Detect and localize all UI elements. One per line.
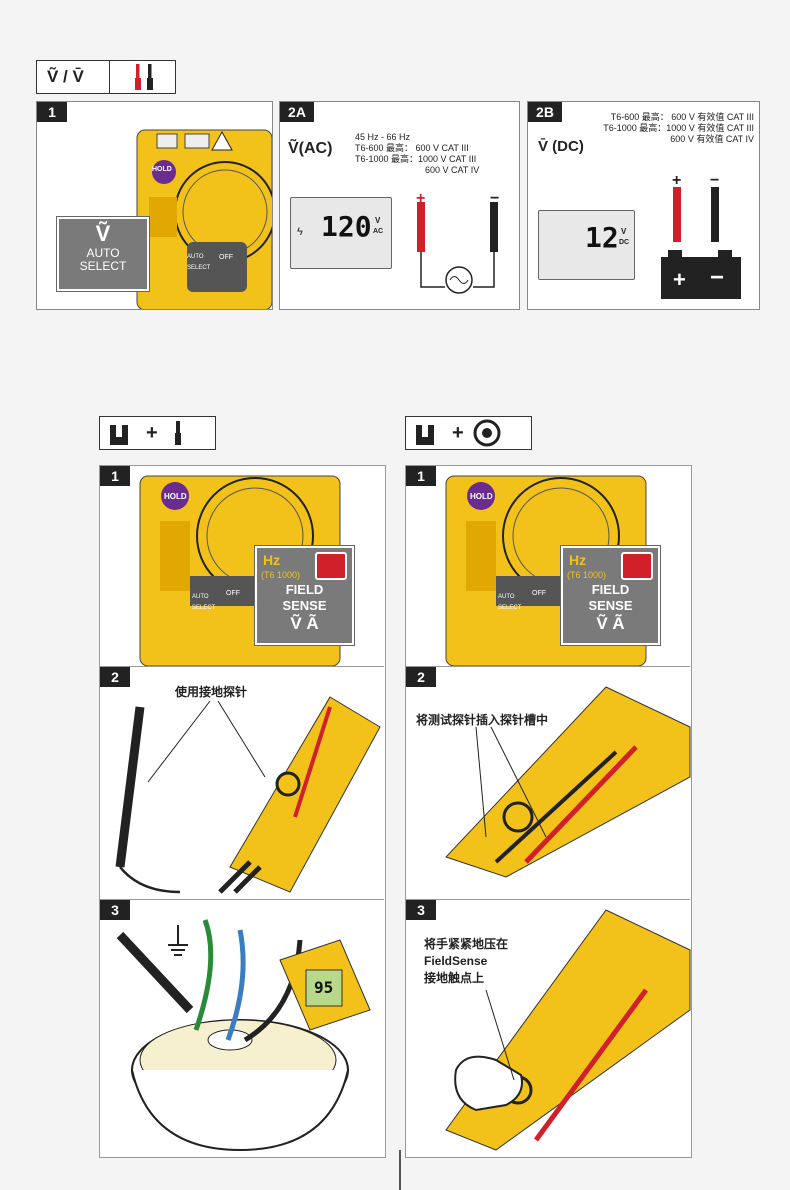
dial-auto-label: AUTO SELECT: [187, 254, 211, 271]
top-panel-2a: 2A Ṽ(AC) 45 Hz - 66 Hz T6-600 最高： 600 V …: [279, 101, 520, 310]
right-column-frame: 1 HOLD OFF AUTO SELECT Hz (T6 1000) FIEL…: [405, 465, 692, 1158]
ac-title: Ṽ(AC): [288, 140, 333, 157]
left-mode-header: +: [99, 416, 216, 450]
ac-minus: −: [490, 190, 500, 207]
dc-unit-dc: DC: [619, 239, 630, 246]
dc-spec-cat4: 600 V 有效值 CAT IV: [670, 134, 754, 144]
plus-sign: +: [452, 421, 464, 444]
hz-label: Hz: [569, 552, 587, 568]
hold-button-label: HOLD: [152, 166, 172, 173]
ac-lcd: 120 V AC ϟ: [290, 197, 392, 269]
model-label: (T6 1000): [567, 570, 607, 580]
ground-contact-icon: [473, 419, 501, 447]
ac-unit-ac: AC: [373, 228, 384, 235]
insert-probe-illustration: [445, 686, 691, 878]
sense-label: SENSE: [588, 598, 633, 613]
left-step-2: 2 使用接地探针: [100, 666, 384, 900]
dc-unit-v: V: [621, 227, 627, 236]
ac-spec-600: T6-600 最高： 600 V CAT III: [355, 143, 469, 153]
field-label: FIELD: [591, 582, 630, 597]
ac-reading: 120: [321, 210, 372, 243]
ac-unit-v: V: [375, 216, 381, 225]
step-number: 2B: [528, 102, 562, 122]
ac-spec-1000: T6-1000 最高：1000 V CAT III: [355, 154, 477, 164]
field-label: FIELD: [285, 582, 324, 597]
instruction-line-1: 将手紧紧地压在: [424, 937, 509, 951]
ac-spec-cat4: 600 V CAT IV: [425, 165, 480, 175]
instruction-line-2: FieldSense: [424, 954, 488, 968]
off-label: OFF: [226, 590, 240, 597]
plus-sign: +: [146, 421, 158, 444]
instruction-line-3: 接地触点上: [424, 971, 485, 985]
dc-specs: T6-600 最高： 600 V 有效值 CAT III T6-1000 最高：…: [584, 112, 754, 145]
hold-label: HOLD: [470, 492, 493, 501]
fieldsense-callout: Hz (T6 1000) FIELD SENSE Ṽ Ã: [255, 546, 354, 645]
tester-face-illustration: [136, 129, 272, 309]
left-step-3: 3 95: [100, 899, 384, 1157]
ground-probe-label: 使用接地探针: [175, 685, 248, 699]
left-column-frame: 1 HOLD OFF AUTO SELECT Hz (T6 1000) FIEL…: [99, 465, 386, 1158]
hz-label: Hz: [263, 552, 281, 568]
step-number: 2: [406, 667, 436, 687]
auto-label: AUTO SELECT: [192, 594, 216, 611]
auto-label: AUTO SELECT: [498, 594, 522, 611]
va-label: Ṽ Ã: [290, 614, 319, 633]
fork-jaw-icon: [110, 425, 128, 445]
fieldsense-logo-icon: [315, 552, 347, 580]
dc-spec-600: T6-600 最高： 600 V 有效值 CAT III: [610, 112, 754, 122]
step-number: 3: [406, 900, 436, 920]
ground-probe-illustration: [115, 696, 381, 894]
dial-off-label: OFF: [219, 254, 233, 261]
right-step-2: 2 将测试探针插入探针槽中: [406, 666, 691, 900]
auto-select-callout: Ṽ AUTO SELECT: [57, 217, 149, 291]
sense-label: SENSE: [282, 598, 327, 613]
acdc-voltage-symbol: Ṽ / V̄: [47, 67, 84, 86]
probe-pair-icon: [109, 61, 175, 93]
top-mode-header: Ṽ / V̄: [36, 60, 176, 94]
step-number: 1: [100, 466, 130, 486]
ac-v-symbol: Ṽ: [95, 221, 111, 246]
hold-label: HOLD: [164, 492, 187, 501]
off-label: OFF: [532, 590, 546, 597]
ac-plus: +: [416, 190, 426, 207]
svg-text:+: +: [673, 267, 686, 292]
dc-reading: 12: [585, 221, 619, 254]
ac-spec-freq: 45 Hz - 66 Hz: [355, 132, 411, 142]
step-number: 2A: [280, 102, 314, 122]
va-label: Ṽ Ã: [596, 614, 625, 633]
step-number: 1: [37, 102, 67, 122]
top-panel-2b: 2B V̄ (DC) T6-600 最高： 600 V 有效值 CAT III …: [527, 101, 760, 310]
step-number: 3: [100, 900, 130, 920]
battery-illustration: + −: [661, 187, 741, 299]
svg-text:−: −: [710, 264, 724, 291]
dc-title: V̄ (DC): [538, 138, 584, 155]
top-panel-1: 1 HOLD AUTO SELECT OFF Ṽ AUTO SELECT: [36, 101, 273, 310]
dc-lcd: 12 V DC: [538, 210, 635, 280]
dc-plus: +: [672, 172, 682, 189]
ac-specs: 45 Hz - 66 Hz T6-600 最高： 600 V CAT III T…: [355, 132, 479, 176]
callout-auto: AUTO: [86, 246, 120, 260]
tester-reading: 95: [314, 978, 334, 997]
column-divider: [399, 1150, 401, 1190]
dc-spec-1000: T6-1000 最高：1000 V 有效值 CAT III: [603, 123, 754, 133]
fieldsense-logo-icon: [621, 552, 653, 580]
insert-probe-label: 将测试探针插入探针槽中: [416, 713, 549, 727]
fieldsense-callout: Hz (T6 1000) FIELD SENSE Ṽ Ã: [561, 546, 660, 645]
dc-minus: −: [710, 172, 720, 189]
press-ground-illustration: [445, 909, 691, 1151]
right-step-3: 3 将手紧紧地压在 FieldSense 接地触点上: [406, 899, 691, 1157]
outlet-box-illustration: [116, 919, 371, 1152]
press-contact-instruction: 将手紧紧地压在 FieldSense 接地触点上: [424, 936, 508, 987]
step-number: 1: [406, 466, 436, 486]
step-number: 2: [100, 667, 130, 687]
fork-jaw-icon: [416, 425, 434, 445]
single-probe-icon: [174, 421, 181, 445]
probes-icon: [135, 64, 153, 90]
right-mode-header: +: [405, 416, 532, 450]
model-label: (T6 1000): [261, 570, 301, 580]
hazard-icon: ϟ: [297, 226, 303, 238]
ac-source-illustration: [417, 202, 498, 294]
callout-select: SELECT: [79, 259, 127, 273]
